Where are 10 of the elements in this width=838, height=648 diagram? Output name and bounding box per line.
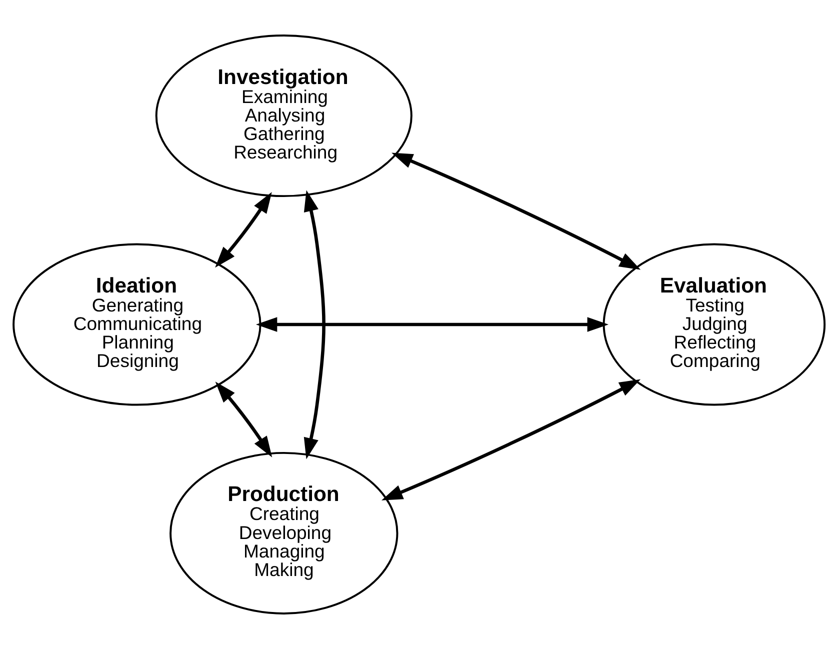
node-ellipse: Evaluation Testing Judging Reflecting Comparing [602,242,826,406]
arrow [392,152,641,270]
arrow [381,378,641,500]
node-ellipse: Ideation Generating Communicating Planning Designing [12,242,262,406]
arrow [256,316,609,332]
node-ellipse: Production Creating Developing Managing Making [170,451,398,614]
arrow [215,192,272,268]
arrow [304,190,326,459]
arrow [215,381,272,457]
node-ellipse: Investigation Examining Analysing Gathering Researching [155,34,412,197]
